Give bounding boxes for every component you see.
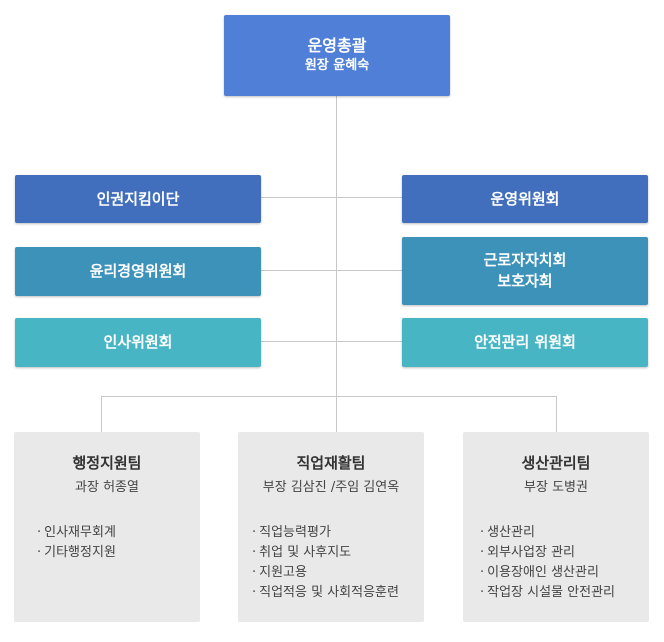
team-drop-left xyxy=(101,396,102,432)
team-subtitle: 과장 허종열 xyxy=(75,480,139,495)
committee-workers-guardians: 근로자자치회 보호자회 xyxy=(402,237,648,305)
committee-personnel: 인사위원회 xyxy=(15,318,261,367)
team-duty-item: 기타행정지원 xyxy=(37,543,200,563)
committee-label: 인사위원회 xyxy=(103,333,173,351)
team-production-mgmt: 생산관리팀 부장 도병권 생산관리 외부사업장 관리 이용장애인 생산관리 작업… xyxy=(463,432,649,622)
team-drop-right xyxy=(556,396,557,432)
team-title: 직업재활팀 xyxy=(296,454,366,472)
team-duty-item: 직업적응 및 사회적응훈련 xyxy=(252,583,424,603)
team-duty-item: 이용장애인 생산관리 xyxy=(480,563,649,583)
team-duty-item: 작업장 시설물 안전관리 xyxy=(480,583,649,603)
top-box-operations: 운영총괄 원장 윤혜숙 xyxy=(224,15,450,96)
trunk-line xyxy=(336,95,337,396)
committee-label: 안전관리 위원회 xyxy=(474,333,576,351)
team-subtitle: 부장 김삼진 /주임 김연옥 xyxy=(262,480,400,495)
team-duty-list: 직업능력평가 취업 및 사후지도 지원고용 직업적응 및 사회적응훈련 xyxy=(238,523,424,603)
team-duty-item: 직업능력평가 xyxy=(252,523,424,543)
committee-label: 인권지킴이단 xyxy=(96,189,180,208)
committee-label: 운영위원회 xyxy=(490,189,560,208)
committee-label: 근로자자치회 xyxy=(483,251,567,269)
team-duty-item: 외부사업장 관리 xyxy=(480,543,649,563)
team-admin-support: 행정지원팀 과장 허종열 인사재무회계 기타행정지원 xyxy=(14,432,200,622)
committee-ethics: 윤리경영위원회 xyxy=(15,247,261,296)
team-duty-item: 지원고용 xyxy=(252,563,424,583)
team-duty-item: 생산관리 xyxy=(480,523,649,543)
team-duty-item: 인사재무회계 xyxy=(37,523,200,543)
team-title: 행정지원팀 xyxy=(72,454,142,472)
committee-human-rights: 인권지킴이단 xyxy=(15,175,261,223)
team-duty-item: 취업 및 사후지도 xyxy=(252,543,424,563)
top-box-title: 운영총괄 xyxy=(307,36,367,55)
team-title: 생산관리팀 xyxy=(521,454,591,472)
team-bus-line xyxy=(101,396,557,397)
committee-label-second: 보호자회 xyxy=(497,272,553,290)
top-box-subtitle: 원장 윤혜숙 xyxy=(304,58,370,73)
team-vocational-rehab: 직업재활팀 부장 김삼진 /주임 김연옥 직업능력평가 취업 및 사후지도 지원… xyxy=(238,432,424,622)
committee-safety: 안전관리 위원회 xyxy=(402,318,648,367)
committee-label: 윤리경영위원회 xyxy=(89,262,187,280)
team-subtitle: 부장 도병권 xyxy=(524,480,588,495)
team-duty-list: 인사재무회계 기타행정지원 xyxy=(14,523,200,563)
committee-operations: 운영위원회 xyxy=(402,175,648,223)
branch-line-row1 xyxy=(261,197,402,198)
team-drop-center xyxy=(336,396,337,432)
branch-line-row2 xyxy=(261,270,402,271)
branch-line-row3 xyxy=(261,341,402,342)
team-duty-list: 생산관리 외부사업장 관리 이용장애인 생산관리 작업장 시설물 안전관리 xyxy=(463,523,649,603)
